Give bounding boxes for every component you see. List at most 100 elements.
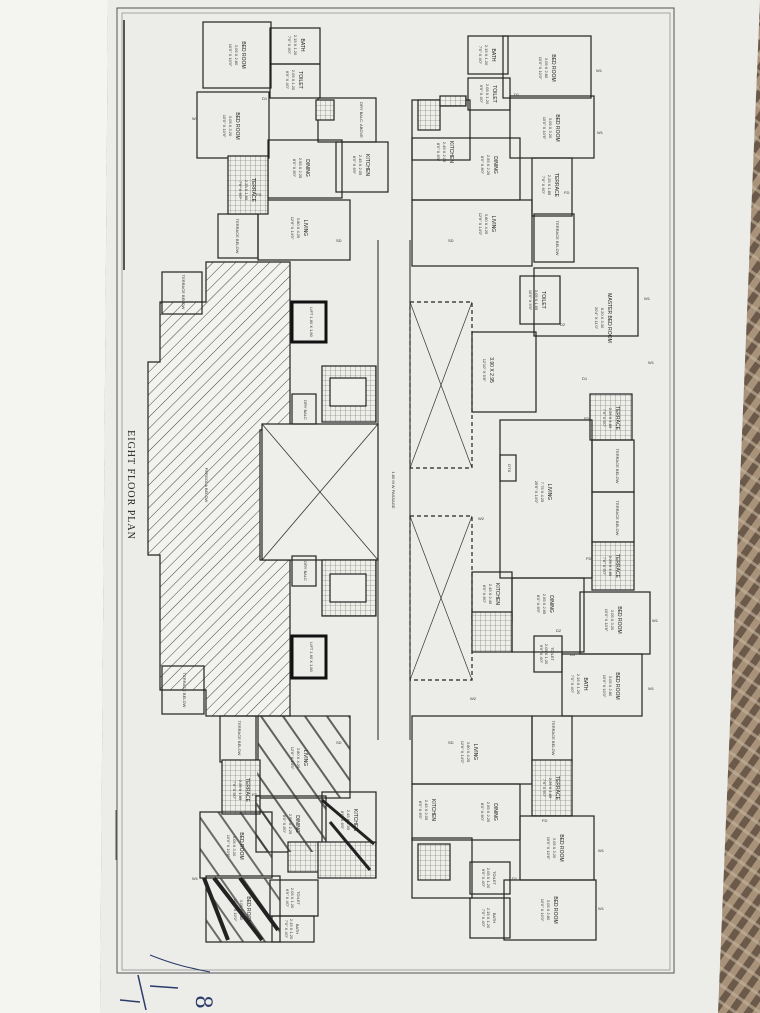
flat-top-left xyxy=(196,21,389,261)
flat-bottom-left-labels: TERRACE BELOW LIVING 3.80 X 4.25 12'6" X… xyxy=(226,721,358,940)
pergola-label: PERGOLA BELOW xyxy=(204,468,209,503)
room-label: KITCHEN xyxy=(352,809,358,831)
room-label: BED ROOM xyxy=(550,54,556,81)
svg-text:3.05 X 1.65: 3.05 X 1.65 xyxy=(534,290,539,311)
room-label: KITCHEN xyxy=(430,799,436,821)
room-label: TERRACE BELOW xyxy=(551,721,556,756)
svg-text:2.15 X 1.20: 2.15 X 1.20 xyxy=(289,919,294,940)
svg-text:2.45 X 2.05: 2.45 X 2.05 xyxy=(424,800,429,821)
room-label: TERRACE BELOW xyxy=(615,501,620,536)
room-label: BED ROOM xyxy=(240,41,246,68)
svg-text:W2: W2 xyxy=(478,516,485,521)
svg-text:20'4" X 11'0": 20'4" X 11'0" xyxy=(594,307,599,330)
svg-text:12'6" X 14'0": 12'6" X 14'0" xyxy=(290,747,295,770)
svg-text:FD: FD xyxy=(256,192,261,197)
room-label: TERRACE BELOW xyxy=(235,219,240,254)
svg-text:2.55 X 2.25: 2.55 X 2.25 xyxy=(486,155,491,176)
scribble-marks xyxy=(200,716,375,942)
room-label: LIVING xyxy=(302,750,308,767)
room-label: BED ROOM xyxy=(238,832,244,859)
room-label: TOILET xyxy=(492,871,497,885)
svg-text:3.05 X 2.80: 3.05 X 2.80 xyxy=(234,45,239,66)
room-label: TERRACE xyxy=(614,554,620,579)
svg-text:8'0" X 8'0": 8'0" X 8'0" xyxy=(482,585,487,604)
svg-text:D1: D1 xyxy=(514,92,520,97)
svg-text:12'6" X 14'0": 12'6" X 14'0" xyxy=(290,217,295,240)
svg-text:2.15 X 1.20: 2.15 X 1.20 xyxy=(293,35,298,56)
svg-text:3.05 X 3.20: 3.05 X 3.20 xyxy=(232,836,237,857)
svg-text:FD: FD xyxy=(564,190,569,195)
room-label: BED ROOM xyxy=(614,672,620,699)
room-label: MASTER BED ROOM xyxy=(606,293,612,342)
ots-label: OTS xyxy=(507,464,512,473)
svg-text:8'0" X 6'9": 8'0" X 6'9" xyxy=(418,801,423,820)
room-label: TOILET xyxy=(491,85,497,102)
svg-text:7'6" X 6'0": 7'6" X 6'0" xyxy=(541,176,546,195)
svg-text:2.25 X 1.85: 2.25 X 1.85 xyxy=(244,180,249,201)
svg-text:7'6" X 6'0": 7'6" X 6'0" xyxy=(238,181,243,200)
room-label: 3.90 X 2.95 xyxy=(488,357,494,383)
svg-text:6.20 X 3.30: 6.20 X 3.30 xyxy=(600,308,605,329)
svg-text:SD: SD xyxy=(336,238,342,243)
svg-text:10'0" X 10'6": 10'0" X 10'6" xyxy=(542,117,547,140)
handwritten-number: 8 xyxy=(190,995,215,1009)
room-label: TOILET xyxy=(297,71,303,88)
lift-label: LIFT 1.60 X 1.80 xyxy=(309,642,314,672)
svg-text:3.05 X 2.80: 3.05 X 2.80 xyxy=(608,676,613,697)
svg-text:12'6" X 14'0": 12'6" X 14'0" xyxy=(478,213,483,236)
room-label: BATH xyxy=(582,678,588,691)
room-label: BATH xyxy=(295,924,300,934)
svg-text:7'0" X 4'0": 7'0" X 4'0" xyxy=(481,909,486,928)
room-label: BED ROOM xyxy=(554,114,560,141)
svg-text:2.15 X 1.20: 2.15 X 1.20 xyxy=(484,45,489,66)
svg-text:10'0" X 10'0": 10'0" X 10'0" xyxy=(228,44,233,67)
door-window-tags: W1 D1 W1 D1 W1 FD FD W1 W1 D2 D1 FD FD W… xyxy=(192,68,659,911)
svg-text:10'0" X 10'6": 10'0" X 10'6" xyxy=(222,115,227,138)
svg-text:SD: SD xyxy=(336,740,342,745)
svg-text:10'0" X 10'0": 10'0" X 10'0" xyxy=(540,899,545,922)
room-label: BED ROOM xyxy=(616,606,622,633)
svg-text:3.05 X 2.80: 3.05 X 2.80 xyxy=(544,58,549,79)
svg-text:2.25 X 1.85: 2.25 X 1.85 xyxy=(608,556,613,577)
svg-text:W1: W1 xyxy=(648,360,655,365)
svg-text:2.05 X 1.20: 2.05 X 1.20 xyxy=(290,888,295,909)
svg-text:3.80 X 4.25: 3.80 X 4.25 xyxy=(296,748,301,769)
svg-text:7'6" X 6'0": 7'6" X 6'0" xyxy=(542,779,547,798)
core-labels: LIFT 1.60 X 1.80 LIFT 1.60 X 1.80 DRY BA… xyxy=(125,275,512,708)
svg-text:2.05 X 1.20: 2.05 X 1.20 xyxy=(485,84,490,105)
room-label: DINING xyxy=(294,815,300,833)
svg-text:7'0" X 4'0": 7'0" X 4'0" xyxy=(570,675,575,694)
lift-label: LIFT 1.60 X 1.80 xyxy=(309,307,314,337)
svg-text:10'0" X 10'6": 10'0" X 10'6" xyxy=(226,835,231,858)
room-label: DINING xyxy=(304,159,310,177)
svg-text:2.55 X 2.65: 2.55 X 2.65 xyxy=(542,594,547,615)
svg-text:6'9" X 4'0": 6'9" X 4'0" xyxy=(481,869,486,888)
flat-middle-right xyxy=(471,267,651,717)
svg-text:6'9" X 4'0": 6'9" X 4'0" xyxy=(285,889,290,908)
svg-text:8'0" X 8'0": 8'0" X 8'0" xyxy=(480,803,485,822)
svg-text:FD: FD xyxy=(542,818,547,823)
room-label: BED ROOM xyxy=(552,896,558,923)
room-label: TERRACE xyxy=(244,778,250,803)
svg-text:W1: W1 xyxy=(596,68,603,73)
svg-text:3.80 X 4.25: 3.80 X 4.25 xyxy=(484,214,489,235)
svg-text:2.45 X 2.45: 2.45 X 2.45 xyxy=(488,584,493,605)
svg-text:D2: D2 xyxy=(556,628,562,633)
handwritten-mark: 8 xyxy=(119,954,215,1011)
svg-text:6'9" X 4'0": 6'9" X 4'0" xyxy=(479,85,484,104)
svg-text:2.25 X 1.85: 2.25 X 1.85 xyxy=(608,408,613,429)
svg-text:W1: W1 xyxy=(644,296,651,301)
svg-text:7'6" X 6'0": 7'6" X 6'0" xyxy=(602,409,607,428)
room-label: BED ROOM xyxy=(245,896,251,923)
passage-label: 1.80 M W PASSAGE xyxy=(391,471,396,508)
svg-text:2.45 X 2.05: 2.45 X 2.05 xyxy=(358,155,363,176)
svg-text:2.55 X 2.25: 2.55 X 2.25 xyxy=(486,802,491,823)
dry-balc-label: DRY BALC xyxy=(303,400,308,420)
room-label: TOILET xyxy=(296,891,301,905)
drawing-title: EIGHT FLOOR PLAN xyxy=(125,430,136,540)
svg-text:2.25 X 1.85: 2.25 X 1.85 xyxy=(548,778,553,799)
svg-text:10'0" X 5'5": 10'0" X 5'5" xyxy=(528,290,533,311)
svg-text:3.05 X 2.80: 3.05 X 2.80 xyxy=(239,900,244,921)
